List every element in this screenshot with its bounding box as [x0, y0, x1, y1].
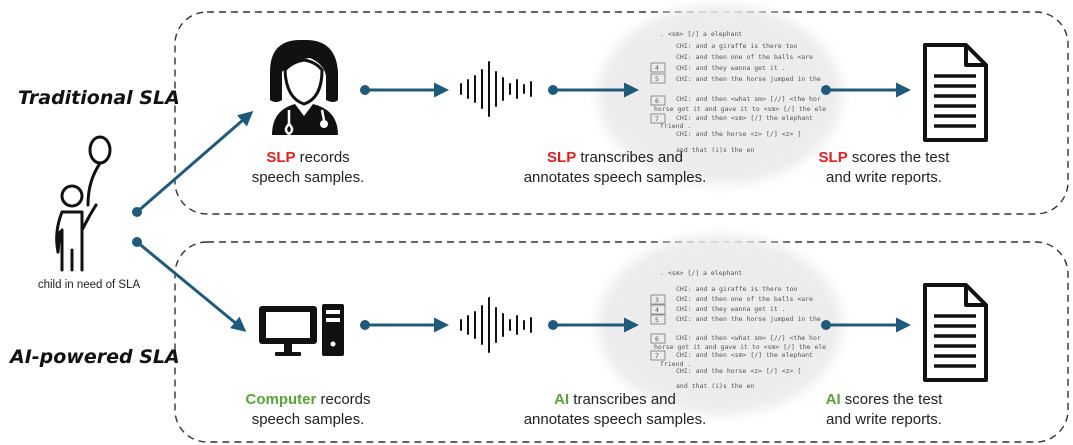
ai-powered-sla-label: AI-powered SLA [10, 346, 180, 368]
line-number: 7 [655, 352, 659, 360]
transcript-line: horse got it and gave it to <sm> [/] the… [654, 343, 826, 351]
computer-records-caption: Computer records speech samples. [198, 390, 418, 430]
document-icon [923, 43, 988, 142]
line-number: 4 [655, 306, 659, 314]
sound-wave-icon [460, 297, 532, 353]
caption-text: transcribes and [569, 391, 676, 408]
doctor-icon [270, 40, 338, 136]
actor-label: SLP [266, 149, 296, 166]
actor-label: Computer [245, 391, 317, 408]
transcript-line: CHI: and a giraffe is there too [676, 42, 797, 50]
slp-records-caption: SLP records speech samples. [198, 148, 418, 188]
line-number: 4 [655, 64, 659, 72]
transcript-line: CHI: and then the horse jumped in the [676, 75, 821, 83]
transcript-image: . <sm> [/] a elephant CHI: and a giraffe… [598, 5, 842, 185]
caption-text: annotates speech samples. [523, 169, 707, 186]
ai-transcribes-caption: AI transcribes and annotates speech samp… [505, 390, 725, 430]
transcript-line: friend . [660, 122, 691, 130]
transcript-image: . <sm> [/] a elephant CHI: and a giraffe… [598, 235, 842, 415]
document-icon [923, 283, 988, 382]
actor-label: AI [825, 391, 841, 408]
ai-scores-caption: AI scores the test and write reports. [774, 390, 994, 430]
computer-icon [259, 304, 344, 356]
caption-text: records [316, 391, 371, 408]
traditional-sla-label: Traditional SLA [18, 87, 180, 109]
transcript-line: horse got it and gave it to <sm> [/] the… [654, 105, 826, 113]
transcript-line: and that (i)s the en [676, 382, 754, 390]
caption-text: speech samples. [251, 169, 365, 186]
flow-arrows [132, 82, 911, 333]
caption-text: and write reports. [826, 169, 942, 186]
transcript-line: . <sm> [/] a elephant [660, 269, 742, 277]
transcript-line: CHI: and they wanna get it . [676, 64, 786, 72]
caption-text: and write reports. [826, 411, 942, 428]
transcript-line: CHI: and the horse <z> [/] <z> [ [676, 130, 801, 138]
caption-text: annotates speech samples. [523, 411, 707, 428]
line-number: 5 [655, 316, 659, 324]
caption-text: speech samples. [251, 411, 365, 428]
slp-scores-caption: SLP scores the test and write reports. [774, 148, 994, 188]
line-number: 5 [655, 75, 659, 83]
caption-text: transcribes and [576, 149, 683, 166]
actor-label: SLP [547, 149, 577, 166]
traditional-box [174, 11, 1069, 215]
slp-transcribes-caption: SLP transcribes and annotates speech sam… [505, 148, 725, 188]
transcript-line: friend . [660, 360, 691, 368]
transcript-line: CHI: and they wanna get it . [676, 305, 786, 313]
caption-text: records [295, 149, 350, 166]
transcript-line: and that (i)s the en [676, 146, 754, 154]
child-label: child in need of SLA [37, 279, 141, 291]
transcript-line: CHI: and then <what sm> [//] <the hor [676, 334, 821, 342]
ai-box [174, 241, 1069, 443]
actor-label: SLP [818, 149, 848, 166]
caption-text: scores the test [847, 149, 950, 166]
sound-wave-icon [460, 61, 532, 117]
transcript-line: CHI: and then <sm> [/] the elephant [676, 114, 813, 122]
actor-label: AI [554, 391, 570, 408]
line-number: 3 [655, 296, 659, 304]
transcript-line: CHI: and then one of the balls <are [676, 295, 813, 303]
child-with-balloon-icon [55, 135, 112, 272]
transcript-line: . <sm> [/] a elephant [660, 30, 742, 38]
transcript-line: CHI: and a giraffe is there too [676, 285, 797, 293]
transcript-line: CHI: and then one of the balls <are [676, 53, 813, 61]
transcript-line: CHI: and then the horse jumped in the [676, 315, 821, 323]
transcript-line: CHI: and the horse <z> [/] <z> [ [676, 367, 801, 375]
caption-text: scores the test [840, 391, 943, 408]
line-number: 7 [655, 115, 659, 123]
transcript-line: CHI: and then <what sm> [//] <the hor [676, 95, 821, 103]
line-number: 6 [655, 335, 659, 343]
transcript-line: CHI: and then <sm> [/] the elephant [676, 351, 813, 359]
line-number: 6 [655, 97, 659, 105]
